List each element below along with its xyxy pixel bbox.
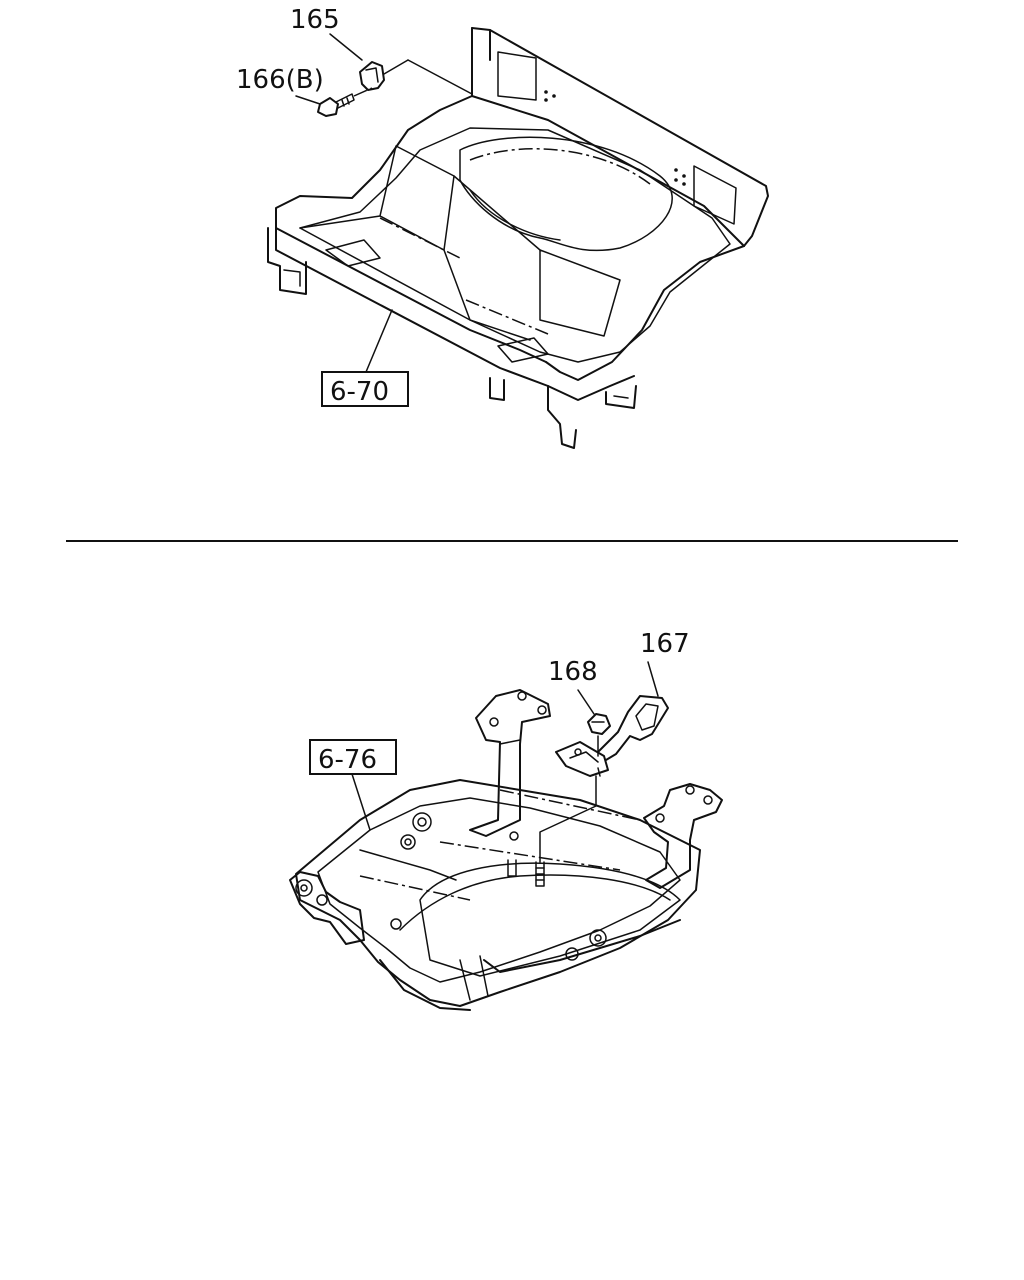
callout-167: 167 bbox=[640, 629, 690, 697]
top-floor-panel bbox=[267, 27, 769, 449]
part-166-bolt bbox=[317, 87, 373, 117]
part-167-bracket bbox=[555, 695, 669, 777]
callout-165-label: 165 bbox=[290, 5, 340, 35]
reference-6-76: 6-76 bbox=[309, 739, 397, 831]
reference-6-70-label: 6-70 bbox=[330, 377, 389, 407]
callout-166-label: 166(B) bbox=[236, 65, 324, 95]
part-168-nut bbox=[587, 713, 611, 757]
reference-6-76-label: 6-76 bbox=[318, 745, 377, 775]
callout-166: 166(B) bbox=[236, 65, 324, 105]
callout-165: 165 bbox=[290, 5, 363, 61]
callout-168-label: 168 bbox=[548, 657, 598, 687]
callout-167-label: 167 bbox=[640, 629, 690, 659]
reference-6-70: 6-70 bbox=[321, 309, 409, 407]
bottom-underbody-frame bbox=[289, 689, 723, 1011]
part-165-clip bbox=[359, 59, 473, 95]
callout-168: 168 bbox=[548, 657, 598, 715]
